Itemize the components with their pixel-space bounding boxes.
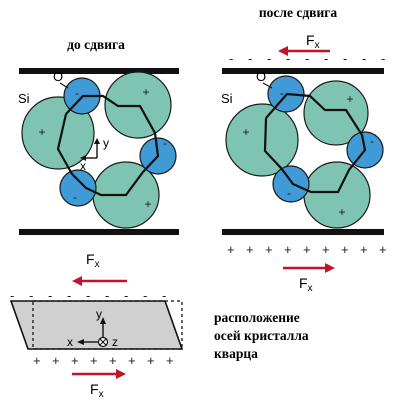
crystal-axes: y x bbox=[80, 136, 109, 173]
axis-y-label: y bbox=[96, 307, 102, 321]
minus-sign: - bbox=[143, 288, 147, 303]
minus-sign: - bbox=[105, 288, 109, 303]
panel-after: Fx - - - - - - - - - + + + - - bbox=[221, 32, 387, 294]
plus-sign: + bbox=[265, 242, 273, 257]
minus-sign: - bbox=[286, 51, 290, 66]
si-atom bbox=[303, 161, 371, 229]
force-label-bottom: Fx bbox=[90, 381, 104, 400]
plus-sign: + bbox=[341, 242, 349, 257]
force-arrowhead-top bbox=[278, 46, 288, 56]
sheared-block-panel: Fx - - - - - - - - - y x bbox=[9, 251, 184, 400]
plus-sign: + bbox=[346, 92, 353, 106]
minus-sign: - bbox=[162, 288, 166, 303]
bond-path bbox=[263, 92, 367, 194]
minus-sign: - bbox=[67, 288, 71, 303]
minus-sign: - bbox=[370, 134, 374, 148]
plus-sign: + bbox=[71, 353, 79, 368]
plus-sign: + bbox=[360, 242, 368, 257]
force-arrowhead-bottom bbox=[325, 263, 335, 273]
plus-sign: + bbox=[246, 242, 254, 257]
plus-sign: + bbox=[144, 197, 151, 211]
minus-sign: - bbox=[48, 288, 52, 303]
o-atom bbox=[59, 169, 97, 207]
minus-sign: - bbox=[86, 288, 90, 303]
bond-path bbox=[56, 94, 160, 197]
axis-x-label: x bbox=[67, 335, 73, 349]
plus-sign: + bbox=[242, 125, 249, 139]
plus-sign: + bbox=[90, 353, 98, 368]
plus-sign: + bbox=[284, 242, 292, 257]
plus-sign: + bbox=[142, 85, 149, 99]
minus-sign: - bbox=[163, 136, 167, 150]
plus-sign: + bbox=[227, 242, 235, 257]
force-label-top: Fx bbox=[86, 251, 100, 270]
force-label-top: Fx bbox=[306, 32, 320, 51]
minus-sign: - bbox=[381, 51, 385, 66]
force-arrowhead-bottom bbox=[116, 369, 126, 379]
minus-sign: - bbox=[248, 51, 252, 66]
top-plate bbox=[222, 68, 384, 74]
force-label-bottom: Fx bbox=[299, 275, 313, 294]
si-atom bbox=[303, 80, 369, 146]
minus-sign: - bbox=[362, 51, 366, 66]
top-charge-row: - - - - - - - - - bbox=[10, 288, 166, 303]
plus-sign: + bbox=[338, 205, 345, 219]
plus-sign: + bbox=[38, 125, 45, 139]
original-block-outline bbox=[32, 300, 183, 350]
minus-sign: - bbox=[73, 190, 77, 204]
bottom-plate bbox=[19, 229, 179, 235]
o-pointer bbox=[59, 82, 69, 89]
o-label: O bbox=[53, 69, 63, 84]
bottom-charge-row: + + + + + + + + + bbox=[227, 242, 387, 257]
axis-x-label: x bbox=[80, 159, 86, 173]
minus-sign: - bbox=[124, 288, 128, 303]
axis-y-label: y bbox=[103, 136, 109, 150]
minus-sign: - bbox=[267, 51, 271, 66]
block-axes: y x z bbox=[67, 307, 118, 349]
panel-before: + + + - - - Si O y x bbox=[18, 68, 179, 235]
top-charge-row: - - - - - - - - - bbox=[229, 51, 385, 66]
axis-z-label: z bbox=[112, 335, 118, 349]
plus-sign: + bbox=[303, 242, 311, 257]
bottom-charge-row: + + + + + + + + bbox=[33, 353, 174, 368]
top-plate bbox=[19, 68, 179, 74]
minus-sign: - bbox=[324, 51, 328, 66]
minus-sign: - bbox=[229, 51, 233, 66]
plus-sign: + bbox=[147, 353, 155, 368]
plus-sign: + bbox=[33, 353, 41, 368]
si-label: Si bbox=[221, 91, 233, 106]
title-after: после сдвига bbox=[259, 5, 337, 20]
si-atom bbox=[225, 103, 299, 177]
minus-sign: - bbox=[75, 86, 79, 100]
minus-sign: - bbox=[10, 288, 14, 303]
o-label: O bbox=[256, 69, 266, 84]
o-atom bbox=[272, 165, 310, 203]
si-label: Si bbox=[18, 91, 30, 106]
bottom-plate bbox=[222, 229, 384, 235]
caption-line-2: осей кристалла bbox=[214, 328, 309, 343]
plus-sign: + bbox=[128, 353, 136, 368]
plus-sign: + bbox=[166, 353, 174, 368]
si-atom bbox=[21, 96, 95, 170]
minus-sign: - bbox=[287, 186, 291, 200]
minus-sign: - bbox=[280, 86, 284, 100]
minus-sign: - bbox=[305, 51, 309, 66]
force-arrowhead-top bbox=[72, 276, 82, 286]
minus-sign: - bbox=[343, 51, 347, 66]
caption-line-3: кварца bbox=[214, 346, 258, 361]
o-pointer bbox=[262, 82, 273, 89]
caption-line-1: расположение bbox=[214, 310, 300, 325]
minus-sign: - bbox=[29, 288, 33, 303]
plus-sign: + bbox=[322, 242, 330, 257]
plus-sign: + bbox=[109, 353, 117, 368]
plus-sign: + bbox=[52, 353, 60, 368]
title-before: до сдвига bbox=[67, 37, 125, 52]
plus-sign: + bbox=[379, 242, 387, 257]
axes-caption: расположение осей кристалла кварца bbox=[214, 310, 309, 361]
